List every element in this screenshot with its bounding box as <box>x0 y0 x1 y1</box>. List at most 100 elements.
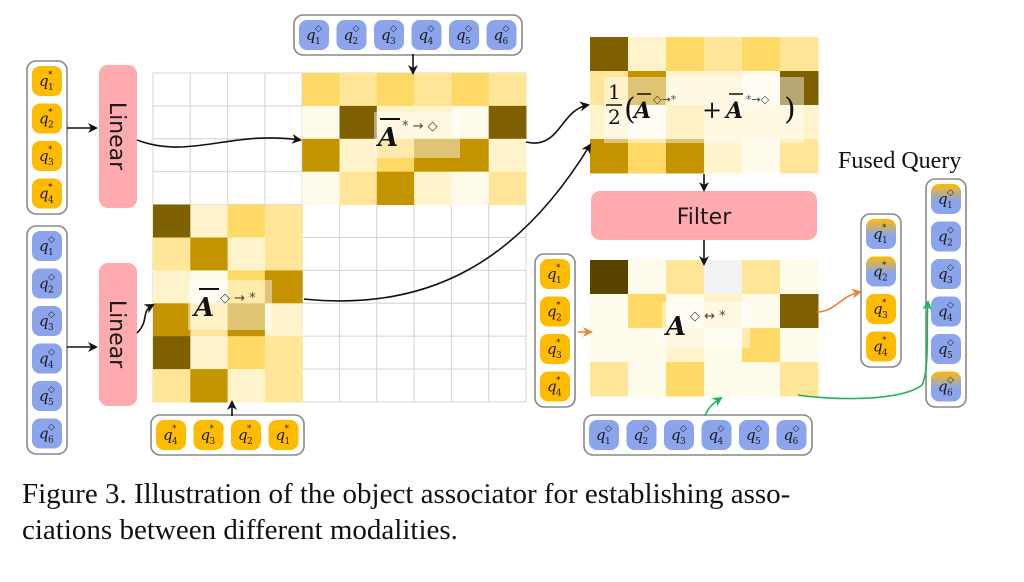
heatmap-cell <box>628 294 667 329</box>
heatmap-cell <box>628 362 667 397</box>
query-modality: ◇ <box>315 24 322 34</box>
heatmap-cell <box>227 369 266 403</box>
query-modality: ◇ <box>680 424 687 434</box>
query-symbol: q <box>938 228 948 246</box>
heatmap-cell <box>153 303 191 337</box>
linear-label: Linear <box>104 102 129 171</box>
frac-denominator: 2 <box>608 105 621 129</box>
query-index: 6 <box>947 389 953 399</box>
grid-cell <box>376 335 415 370</box>
filter-box: Filter <box>591 191 817 240</box>
query-symbol: q <box>276 426 286 444</box>
grid-cell <box>339 204 378 239</box>
query-modality: ◇ <box>947 376 954 386</box>
query-modality: * <box>48 108 53 118</box>
query-modality: * <box>556 376 561 386</box>
paren-open: ( <box>624 92 636 127</box>
grid-cell <box>189 72 229 107</box>
fused-query-title: Fused Query <box>838 148 961 174</box>
query-symbol: q <box>938 378 948 396</box>
heatmap-cell <box>302 73 340 107</box>
grid-cell <box>227 171 266 206</box>
query-modality: ◇ <box>503 24 510 34</box>
query-index: 3 <box>556 351 562 361</box>
grid-cell <box>301 204 341 239</box>
query-modality: * <box>882 336 887 346</box>
query-modality: ◇ <box>48 348 55 358</box>
heatmap-cell <box>780 328 819 363</box>
object-associator-diagram: A * → ◇ A ◇ → * 1 2 ( A ◇→* + A *→◇ ) A … <box>26 14 967 456</box>
heatmap-cell <box>488 171 527 206</box>
label-A-diamond-to-star: A ◇ → * <box>188 280 272 330</box>
query-index: 1 <box>285 437 291 447</box>
query-index: 5 <box>755 437 761 447</box>
query-symbol: q <box>784 426 794 444</box>
grid-cell <box>227 138 266 173</box>
heatmap-diamond-to-star <box>153 204 303 403</box>
heatmap-cell <box>376 105 415 140</box>
query-index: 3 <box>947 276 953 286</box>
query-symbol: q <box>547 303 557 321</box>
query-index: 6 <box>503 37 509 47</box>
query-symbol: q <box>201 426 211 444</box>
query-index: 2 <box>882 274 888 284</box>
query-index: 1 <box>556 276 562 286</box>
query-index: 4 <box>428 37 434 47</box>
query-modality: ◇ <box>48 423 55 433</box>
query-symbol: q <box>39 147 49 165</box>
query-symbol: q <box>39 185 49 203</box>
heatmap-cell <box>190 336 229 370</box>
query-group-border <box>150 414 305 456</box>
heatmap-cell <box>666 260 705 295</box>
heatmap-cell <box>376 171 415 206</box>
query-index: 1 <box>48 83 54 93</box>
grid-cell <box>339 368 378 403</box>
arrow-linear-top-to-heatmap <box>136 133 302 148</box>
heatmap-cell <box>666 328 705 363</box>
plus: + <box>702 96 722 124</box>
heatmap-cell <box>590 294 629 329</box>
heatmap-cell <box>339 105 378 140</box>
heatmap-cell <box>590 139 629 174</box>
query-symbol: q <box>938 340 948 358</box>
caption-line-2: ciations between different modalities. <box>22 514 458 546</box>
heatmap-cell <box>339 171 378 206</box>
query-symbol: q <box>381 26 391 44</box>
math-A1: A <box>632 98 651 124</box>
query-symbol: q <box>938 303 948 321</box>
heatmap-cell <box>780 362 819 397</box>
heatmap-cell <box>190 270 229 304</box>
grid-cell <box>376 302 415 337</box>
heatmap-cell <box>628 328 667 363</box>
grid-cell <box>413 302 452 337</box>
grid-cell <box>264 171 303 206</box>
frac-numerator: 1 <box>608 80 621 104</box>
query-symbol: q <box>39 110 49 128</box>
query-symbol: q <box>873 225 883 243</box>
query-index: 2 <box>947 239 953 249</box>
heatmap-cell <box>339 73 378 107</box>
heatmap-cell <box>264 336 303 370</box>
query-modality: * <box>172 424 177 434</box>
grid-cell <box>450 204 490 239</box>
paren-close: ) <box>784 92 796 127</box>
math-sup: ◇ ↔ * <box>690 309 726 324</box>
math-A: A <box>191 293 214 323</box>
query-index: 4 <box>172 437 178 447</box>
heatmap-cell <box>414 73 452 107</box>
heatmap-cell <box>190 303 229 337</box>
grid-cell <box>376 368 415 403</box>
